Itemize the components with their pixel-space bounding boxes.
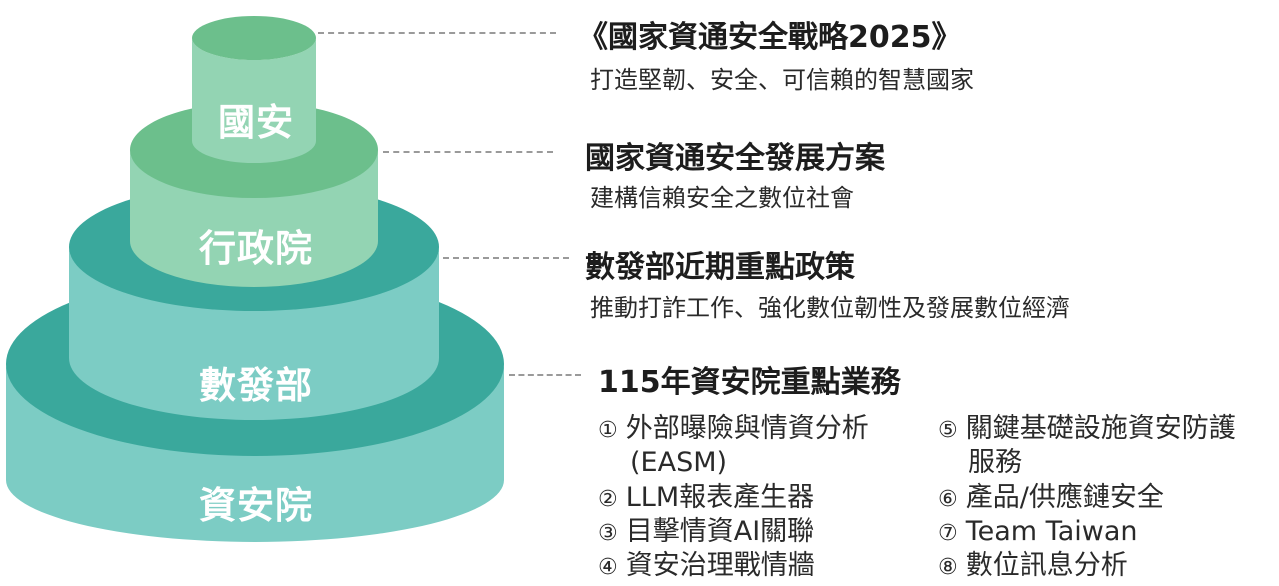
tier-3-side xyxy=(69,247,439,420)
task-number: ⑤ xyxy=(938,418,958,443)
task-item-7: ⑦ Team Taiwan xyxy=(938,515,1138,550)
tier-1-cylinder xyxy=(192,16,316,163)
task-item-1-continued: (EASM) xyxy=(630,446,727,479)
task-item-6: ⑥ 產品/供應鏈安全 xyxy=(938,481,1164,516)
tier-3-connector xyxy=(443,257,569,259)
task-text: 數位訊息分析 xyxy=(965,550,1128,581)
tier-1-top xyxy=(192,16,316,60)
tier-3-title: 數發部近期重點政策 xyxy=(585,250,855,285)
task-text: 服務 xyxy=(968,447,1022,478)
task-number: ⑦ xyxy=(938,521,958,546)
tier-1-label: 國安 xyxy=(218,101,294,144)
tier-4-connector xyxy=(509,374,581,376)
task-number: ⑧ xyxy=(938,555,958,580)
task-text: 目擊情資AI關聯 xyxy=(625,516,815,547)
tier-2-subtitle: 建構信賴安全之數位社會 xyxy=(590,184,854,212)
task-text: 關鍵基礎設施資安防護 xyxy=(965,413,1236,444)
task-number: ② xyxy=(598,487,618,512)
task-number: ③ xyxy=(598,521,618,546)
tier-2-connector xyxy=(383,151,553,153)
tier-2-title: 國家資通安全發展方案 xyxy=(585,141,885,176)
task-item-1: ① 外部曝險與情資分析 xyxy=(598,412,869,447)
task-number: ④ xyxy=(598,555,618,580)
task-text: LLM報表產生器 xyxy=(625,482,815,513)
tier-2-label: 行政院 xyxy=(199,227,313,270)
tier-1-subtitle: 打造堅韌、安全、可信賴的智慧國家 xyxy=(590,66,974,94)
tier-3-label: 數發部 xyxy=(199,364,313,407)
task-item-4: ④ 資安治理戰情牆 xyxy=(598,549,815,584)
tier-1-title: 《國家資通安全戰略2025》 xyxy=(578,20,962,55)
tier-1-connector xyxy=(318,32,556,34)
task-text: 資安治理戰情牆 xyxy=(625,550,815,581)
task-text: 外部曝險與情資分析 xyxy=(625,413,869,444)
task-item-5-continued: 服務 xyxy=(968,446,1022,479)
tier-stack-diagram xyxy=(6,16,504,542)
task-item-8: ⑧ 數位訊息分析 xyxy=(938,549,1128,584)
task-text: 產品/供應鏈安全 xyxy=(965,482,1164,513)
tier-4-label: 資安院 xyxy=(199,484,313,527)
tier-4-title: 115年資安院重點業務 xyxy=(598,365,901,400)
tier-1-side xyxy=(192,38,316,163)
task-text: (EASM) xyxy=(630,447,728,478)
task-number: ⑥ xyxy=(938,487,958,512)
task-item-5: ⑤ 關鍵基礎設施資安防護 xyxy=(938,412,1236,447)
tier-3-subtitle: 推動打詐工作、強化數位韌性及發展數位經濟 xyxy=(590,294,1070,322)
task-number: ① xyxy=(598,418,618,443)
task-item-2: ② LLM報表產生器 xyxy=(598,481,814,516)
tier-2-side xyxy=(130,150,378,287)
task-item-3: ③ 目擊情資AI關聯 xyxy=(598,515,814,550)
task-text: Team Taiwan xyxy=(965,516,1138,547)
